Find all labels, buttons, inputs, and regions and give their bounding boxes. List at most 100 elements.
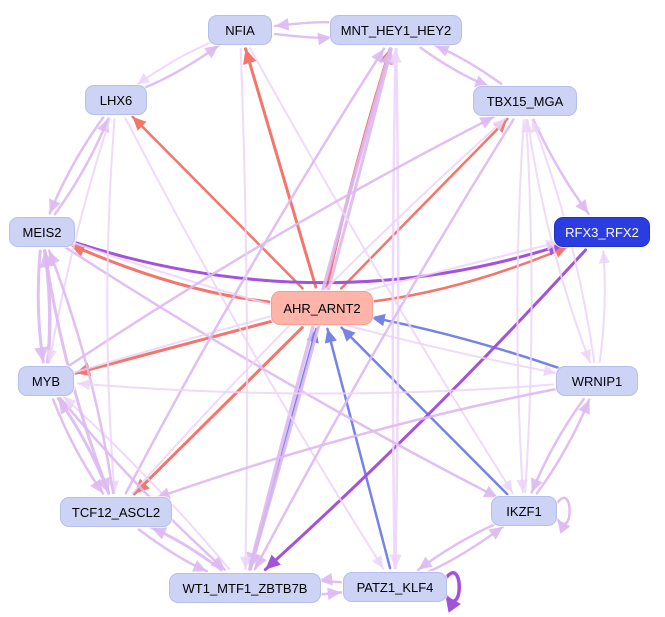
graph-edge (516, 118, 525, 494)
edge-arrowhead (488, 526, 503, 540)
edge-arrowhead (254, 554, 267, 570)
edge-arrowhead (418, 556, 433, 570)
edge-arrowhead (445, 595, 461, 613)
edge-arrowhead (492, 118, 506, 132)
graph-node-ikzf1[interactable]: IKZF1 (491, 496, 557, 526)
graph-edge (68, 242, 271, 304)
graph-edge (124, 117, 385, 570)
edge-arrowhead (371, 313, 386, 327)
graph-edge (63, 245, 500, 499)
graph-edge (372, 245, 570, 303)
graph-edge (131, 115, 304, 290)
graph-edge (417, 522, 498, 571)
edge-arrowhead (521, 119, 533, 133)
edge-arrowhead (389, 48, 402, 63)
graph-node-lhx6[interactable]: LHX6 (85, 85, 147, 115)
graph-edge (535, 398, 591, 495)
graph-edge (340, 117, 509, 290)
edge-arrowhead (151, 527, 168, 540)
graph-node-myb[interactable]: MYB (18, 366, 74, 396)
edge-arrowhead (134, 478, 150, 494)
graph-edge (524, 118, 533, 494)
edge-arrowhead (49, 198, 61, 214)
edge-arrowhead (137, 73, 151, 85)
graph-edge (132, 326, 304, 496)
edge-arrowhead (324, 328, 337, 344)
graph-edge (71, 240, 565, 285)
edge-arrowhead (578, 399, 590, 415)
edge-arrowhead (240, 556, 252, 570)
graph-edge (249, 47, 514, 494)
edge-arrowhead (48, 250, 60, 266)
graph-edge (244, 47, 318, 289)
graph-edge (391, 47, 397, 570)
graph-node-tbx15_mga[interactable]: TBX15_MGA (473, 86, 577, 116)
graph-node-nfia[interactable]: NFIA (208, 15, 272, 45)
graph-edge (340, 326, 509, 496)
graph-edge (66, 115, 496, 369)
edge-arrowhead (45, 349, 57, 363)
graph-node-meis2[interactable]: MEIS2 (9, 217, 75, 247)
edge-arrowhead (479, 116, 494, 129)
edge-arrowhead (58, 398, 73, 415)
edge-arrowhead (575, 199, 589, 214)
edge-arrowhead (371, 48, 385, 64)
edge-arrowhead (132, 116, 147, 131)
edge-arrowhead (482, 485, 498, 498)
edge-arrowhead (156, 487, 171, 500)
edge-arrowhead (34, 346, 48, 363)
graph-edge (73, 318, 279, 375)
graph-node-rfx3_rfx2[interactable]: RFX3_RFX2 (554, 217, 650, 247)
graph-node-patz1_klf4[interactable]: PATZ1_KLF4 (343, 572, 447, 602)
edge-arrowhead (501, 479, 513, 493)
graph-edge (326, 327, 392, 570)
graph-edge (369, 316, 564, 371)
graph-edge (47, 249, 115, 495)
graph-edge (136, 40, 213, 86)
graph-edge (598, 249, 606, 364)
edge-arrowhead (63, 396, 77, 410)
edge-arrowhead (543, 365, 557, 377)
edge-arrowhead (318, 573, 333, 586)
graph-edge (58, 396, 226, 571)
edge-arrowhead (317, 32, 332, 46)
edge-arrowhead (96, 476, 110, 494)
edge-arrowhead (580, 348, 591, 363)
graph-node-wt1_mtf1_zbtb7b[interactable]: WT1_MTF1_ZBTB7B (169, 573, 321, 603)
graph-edge (106, 117, 116, 495)
graph-edge (53, 117, 110, 216)
graph-edge (239, 47, 249, 570)
edge-arrowhead (473, 75, 489, 88)
edge-arrowhead (210, 555, 225, 570)
edge-arrowhead (191, 560, 207, 572)
graph-edge (48, 117, 111, 364)
edge-arrowhead (598, 250, 610, 264)
edge-arrowhead (531, 119, 542, 134)
graph-edge (154, 387, 558, 500)
graph-edge (556, 496, 571, 526)
edge-arrowhead (372, 555, 384, 569)
graph-edge (263, 248, 588, 572)
graph-edge (530, 397, 585, 494)
edge-arrowhead (265, 554, 281, 570)
graph-node-wrnip1[interactable]: WRNIP1 (556, 366, 638, 396)
edge-arrowhead (275, 18, 290, 31)
graph-edge (124, 47, 386, 495)
graph-edge (62, 395, 231, 571)
edge-arrowhead (435, 44, 451, 57)
graph-edge (76, 382, 554, 395)
edge-arrowhead (341, 327, 356, 342)
graph-edge (253, 118, 515, 571)
graph-node-tcf12_ascl2[interactable]: TCF12_ASCL2 (60, 497, 172, 527)
edge-arrowhead (243, 48, 257, 65)
graph-edge (394, 47, 400, 570)
edge-arrowhead (531, 477, 543, 493)
graph-node-mnt_hey1_hey2[interactable]: MNT_HEY1_HEY2 (330, 15, 462, 45)
graph-node-ahr_arnt2[interactable]: AHR_ARNT2 (271, 291, 373, 325)
edge-arrowhead (327, 587, 342, 600)
graph-edge (51, 398, 105, 495)
edge-arrowhead (557, 519, 571, 534)
